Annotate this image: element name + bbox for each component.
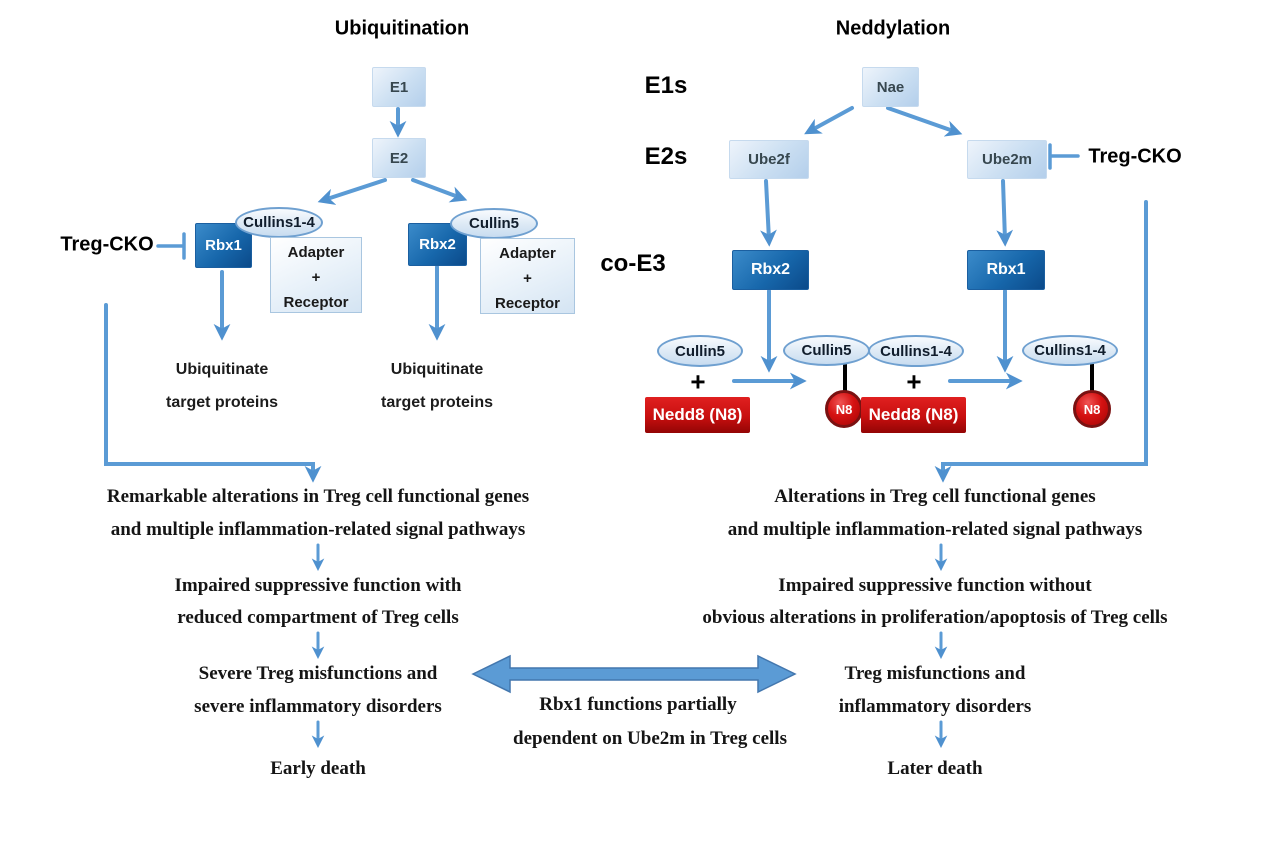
right-flow-step2-line1: Impaired suppressive function without — [778, 575, 1092, 596]
box-rbx1-right: Rbx1 — [967, 250, 1045, 290]
outcome1-line1: Ubiquitinate — [175, 361, 269, 378]
adapter-plus: + — [523, 270, 532, 287]
center-note-line2: dependent on Ube2m in Treg cells — [513, 728, 787, 749]
elbow-arrow-right — [934, 200, 1148, 483]
ellipse-cullin5-left: Cullin5 — [450, 208, 538, 239]
box-e1: E1 — [372, 67, 426, 107]
box-rbx2-right: Rbx2 — [732, 250, 809, 290]
receptor-line: Receptor — [283, 294, 349, 311]
ellipse-cullin5-substrate: Cullin5 — [657, 335, 743, 367]
row-label-e2s: E2s — [644, 143, 688, 170]
row-label-e1s: E1s — [644, 72, 688, 99]
adapter-line: Adapter — [287, 244, 345, 261]
adapter-receptor-box-1: Adapter + Receptor — [270, 237, 362, 313]
plus-sign-2: + — [906, 366, 922, 397]
ellipse-cullins1-4-left: Cullins1-4 — [235, 207, 323, 238]
left-flow-step3-line2: severe inflammatory disorders — [194, 696, 442, 717]
adapter-receptor-box-2: Adapter + Receptor — [480, 238, 575, 314]
treg-cko-label-left: Treg-CKO — [60, 233, 154, 256]
row-label-co-e3: co-E3 — [600, 250, 666, 277]
arrow-nae-to-ube2m — [886, 106, 963, 137]
right-flow-step2-line2: obvious alterations in proliferation/apo… — [702, 607, 1168, 628]
right-flow-step1-line1: Alterations in Treg cell functional gene… — [774, 486, 1096, 507]
treg-cko-label-right: Treg-CKO — [1088, 145, 1182, 168]
adapter-line: Adapter — [499, 245, 556, 262]
arrow-ube2m-to-rbx1 — [996, 179, 1014, 247]
left-flow-step1-line1: Remarkable alterations in Treg cell func… — [106, 486, 530, 507]
box-ube2f: Ube2f — [729, 140, 809, 179]
left-flow-step3-line1: Severe Treg misfunctions and — [198, 663, 438, 684]
n8-badge-1: N8 — [825, 390, 863, 428]
arrow-ube2f-to-rbx2 — [760, 179, 777, 247]
left-flow-step2-line2: reduced compartment of Treg cells — [177, 607, 459, 628]
left-flow-step4: Early death — [270, 758, 366, 779]
arrow-nae-to-ube2f — [804, 106, 854, 135]
center-note-line1: Rbx1 functions partially — [539, 694, 737, 715]
right-flow-step3-line2: inflammatory disorders — [838, 696, 1032, 717]
adapter-plus: + — [311, 269, 321, 286]
double-arrow — [471, 654, 797, 694]
outcome2-line1: Ubiquitinate — [390, 361, 484, 378]
nedd8-box-2: Nedd8 (N8) — [861, 397, 966, 433]
ellipse-cullins1-4-product: Cullins1-4 — [1022, 335, 1118, 366]
right-flow-step3-line1: Treg misfunctions and — [844, 663, 1026, 684]
box-e2: E2 — [372, 138, 426, 178]
box-ube2m: Ube2m — [967, 140, 1047, 179]
ellipse-cullin5-product: Cullin5 — [783, 335, 870, 366]
n8-badge-2: N8 — [1073, 390, 1111, 428]
elbow-arrow-left — [104, 303, 322, 483]
outcome1-line2: target proteins — [165, 394, 279, 411]
plus-sign-1: + — [690, 366, 706, 397]
ellipse-cullins1-4-substrate: Cullins1-4 — [868, 335, 964, 367]
right-flow-step4: Later death — [887, 758, 983, 779]
arrow-e2-to-cullins1-4 — [317, 178, 387, 205]
title-neddylation: Neddylation — [835, 17, 951, 40]
outcome2-line2: target proteins — [380, 394, 494, 411]
box-nae: Nae — [862, 67, 919, 107]
right-flow-step1-line2: and multiple inflammation-related signal… — [727, 519, 1143, 540]
left-flow-step1-line2: and multiple inflammation-related signal… — [110, 519, 526, 540]
left-flow-step2-line1: Impaired suppressive function with — [174, 575, 462, 596]
receptor-line: Receptor — [494, 295, 561, 312]
arrow-e2-to-cullin5 — [411, 178, 468, 203]
nedd8-box-1: Nedd8 (N8) — [645, 397, 750, 433]
title-ubiquitination: Ubiquitination — [334, 17, 470, 40]
